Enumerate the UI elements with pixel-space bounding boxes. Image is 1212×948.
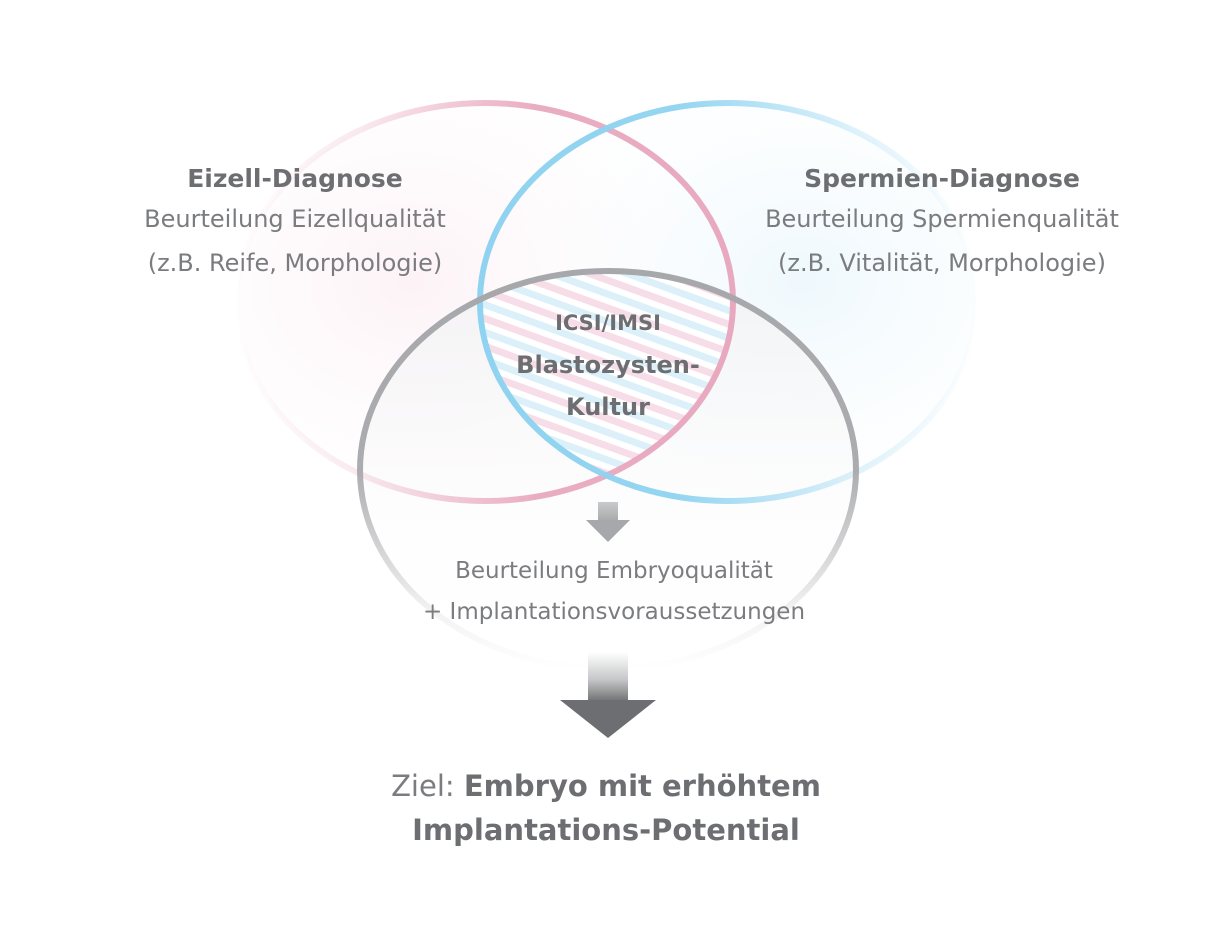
egg-circle [234,100,736,504]
goal-line-1: Ziel: Embryo mit erhöhtem [306,772,906,801]
embryo-assessment-line-2: + Implantationsvoraussetzungen [422,599,806,625]
sperm-diagnosis-line-2: (z.B. Vitalität, Morphologie) [778,249,1106,277]
goal-prefix: Ziel: [391,769,464,803]
embryo-assessment-line-1: Beurteilung Embryoqualität [455,558,773,584]
blastocyst-label-line-1: Blastozysten- [516,351,700,379]
large-down-arrow-icon [560,652,656,738]
small-down-arrow-icon [586,502,630,542]
sperm-diagnosis-title: Spermien-Diagnose [804,164,1080,193]
sperm-diagnosis-line-1: Beurteilung Spermienqualität [765,205,1119,233]
icsi-imsi-label: ICSI/IMSI [555,311,661,335]
egg-diagnosis-line-2: (z.B. Reife, Morphologie) [147,249,443,277]
goal-line-2: Implantations-Potential [412,813,800,847]
egg-diagnosis-line-1: Beurteilung Eizellqualität [144,205,446,233]
blastocyst-label-line-2: Kultur [566,393,650,421]
goal-text-line-1: Embryo mit erhöhtem [463,769,821,803]
egg-diagnosis-title: Eizell-Diagnose [187,164,403,193]
